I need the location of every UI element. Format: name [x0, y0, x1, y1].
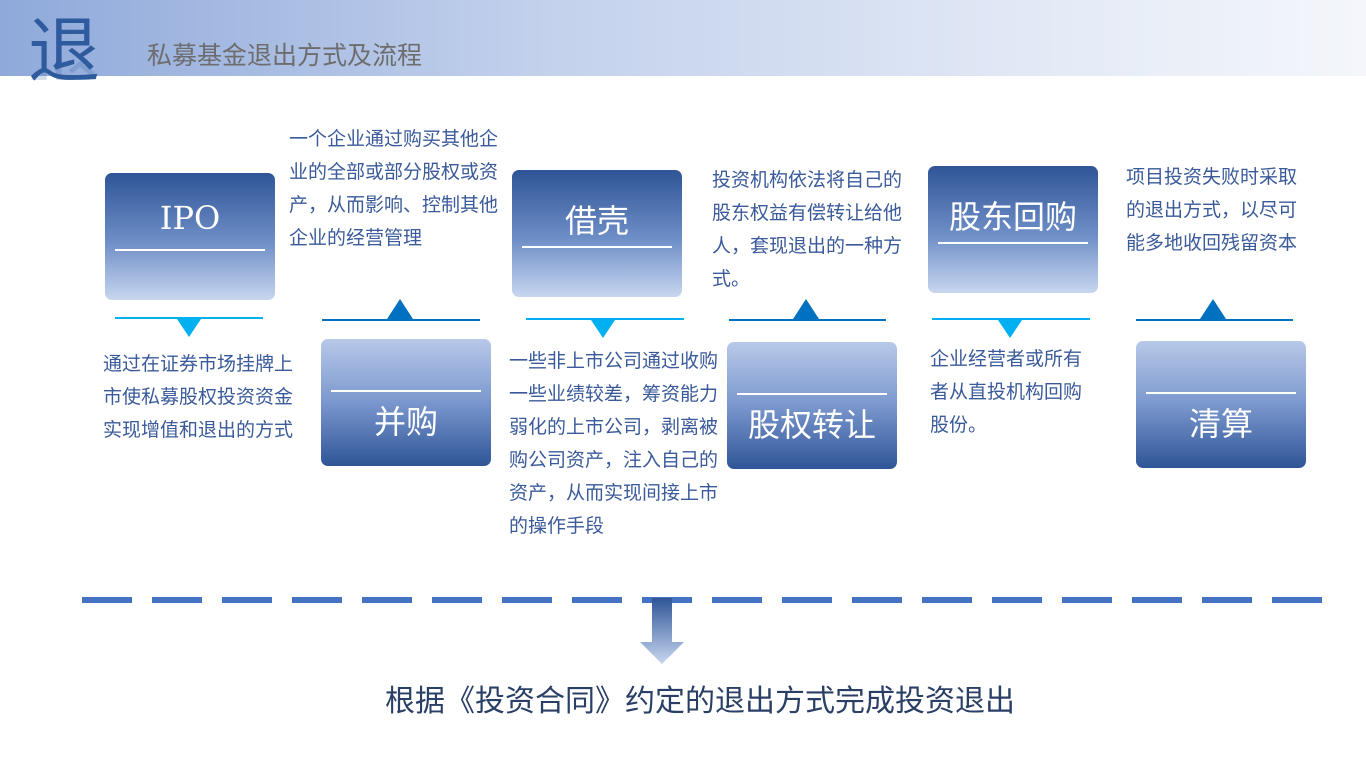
connector-line: [932, 318, 1090, 320]
step-label: 借壳: [564, 202, 629, 240]
dashed-divider: [82, 597, 1326, 603]
divider: [115, 249, 265, 251]
step-buyback-box: 股东回购: [928, 166, 1098, 293]
divider: [1146, 392, 1296, 394]
up-triangle-icon: [387, 299, 413, 319]
step-merger-box: 并购: [321, 339, 491, 466]
divider: [331, 390, 481, 392]
connector-line: [729, 319, 886, 321]
conclusion-text: 根据《投资合同》约定的退出方式完成投资退出: [385, 684, 1015, 719]
down-triangle-icon: [177, 319, 201, 337]
header-icon-char: 退: [28, 9, 101, 93]
step-label: 清算: [1188, 405, 1253, 443]
step-liquidation-box: 清算: [1136, 341, 1306, 468]
step-equity-transfer-box: 股权转让: [727, 342, 897, 469]
step-label: 并购: [373, 403, 438, 441]
connector-line: [322, 319, 480, 321]
down-triangle-icon: [998, 320, 1022, 338]
divider: [938, 242, 1088, 244]
step-merger-desc: 一个企业通过购买其他企业的全部或部分股权或资产，从而影响、控制其他企业的经营管理: [289, 128, 499, 249]
header-icon-reflection: 退: [28, 60, 100, 80]
step-backdoor-box: 借壳: [512, 170, 682, 297]
step-ipo-box: IPO: [105, 173, 275, 300]
connector-line: [1136, 319, 1293, 321]
header-banner: [0, 0, 1366, 76]
step-label: IPO: [159, 199, 221, 237]
down-arrow-icon: [640, 598, 684, 664]
step-label: 股权转让: [747, 406, 876, 444]
step-equity-transfer-desc: 投资机构依法将自己的股东权益有偿转让给他人，套现退出的一种方式。: [712, 169, 903, 290]
page-title: 私募基金退出方式及流程: [147, 41, 423, 70]
step-ipo-desc: 通过在证券市场挂牌上市使私募股权投资资金实现增值和退出的方式: [103, 353, 294, 441]
step-liquidation-desc: 项目投资失败时采取的退出方式，以尽可能多地收回残留资本: [1126, 166, 1298, 254]
divider: [522, 246, 672, 248]
step-buyback-desc: 企业经营者或所有者从直投机构回购股份。: [930, 348, 1083, 436]
connector-line: [526, 318, 684, 320]
up-triangle-icon: [1200, 299, 1226, 319]
down-triangle-icon: [591, 320, 615, 338]
step-backdoor-desc: 一些非上市公司通过收购一些业绩较差，筹资能力弱化的上市公司，剥离被购公司资产，注…: [509, 350, 719, 537]
connector-line: [115, 317, 263, 319]
divider: [737, 393, 887, 395]
up-triangle-icon: [793, 299, 819, 319]
step-label: 股东回购: [948, 198, 1077, 236]
